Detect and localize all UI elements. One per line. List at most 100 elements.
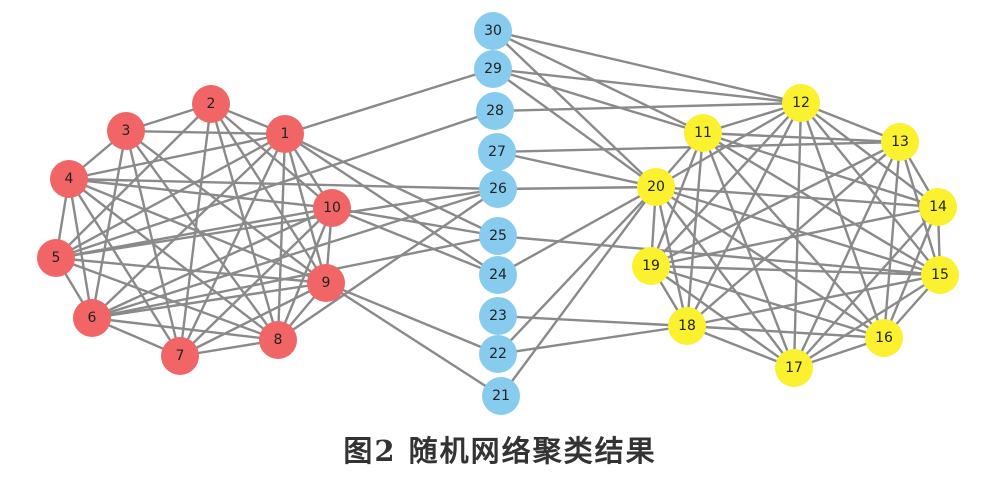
edge-12-16 bbox=[799, 102, 886, 339]
node-3: 3 bbox=[107, 112, 145, 150]
edge-2-9 bbox=[209, 103, 328, 284]
node-circle-20 bbox=[637, 168, 675, 206]
edge-2-10 bbox=[210, 103, 333, 209]
node-circle-11 bbox=[684, 114, 722, 152]
edge-15-19 bbox=[650, 264, 941, 277]
node-label-8: 8 bbox=[274, 332, 283, 348]
edge-16-18 bbox=[686, 324, 885, 340]
edge-6-8 bbox=[91, 316, 279, 342]
edge-21-20 bbox=[500, 186, 657, 397]
edge-6-26 bbox=[91, 187, 499, 320]
node-16: 16 bbox=[865, 319, 903, 357]
edge-11-14 bbox=[702, 131, 939, 209]
node-label-3: 3 bbox=[122, 123, 131, 139]
edge-28-12 bbox=[494, 101, 802, 113]
edge-30-12 bbox=[492, 29, 802, 105]
node-circle-3 bbox=[107, 112, 145, 150]
node-20: 20 bbox=[637, 168, 675, 206]
node-label-16: 16 bbox=[875, 330, 893, 346]
node-circle-29 bbox=[474, 50, 512, 88]
edge-11-17 bbox=[701, 132, 796, 369]
node-19: 19 bbox=[632, 247, 670, 285]
edge-5-26 bbox=[55, 187, 499, 260]
edge-14-19 bbox=[650, 205, 939, 268]
node-13: 13 bbox=[881, 123, 919, 161]
node-23: 23 bbox=[479, 297, 517, 335]
node-17: 17 bbox=[775, 349, 813, 387]
node-28: 28 bbox=[476, 92, 514, 130]
edge-4-8 bbox=[68, 178, 279, 341]
edge-4-9 bbox=[68, 177, 327, 285]
edge-16-19 bbox=[650, 264, 885, 340]
node-circle-27 bbox=[478, 133, 516, 171]
edge-15-17 bbox=[793, 273, 941, 370]
node-label-21: 21 bbox=[492, 388, 510, 404]
edge-12-15 bbox=[800, 102, 941, 276]
node-label-10: 10 bbox=[323, 200, 341, 216]
edge-22-18 bbox=[497, 324, 688, 356]
node-27: 27 bbox=[478, 133, 516, 171]
edge-27-20 bbox=[496, 150, 657, 189]
node-circle-26 bbox=[479, 170, 517, 208]
node-label-15: 15 bbox=[931, 267, 949, 283]
node-label-6: 6 bbox=[88, 310, 97, 326]
node-15: 15 bbox=[921, 256, 959, 294]
edge-11-13 bbox=[702, 131, 901, 144]
node-label-2: 2 bbox=[207, 96, 216, 112]
node-circle-25 bbox=[479, 217, 517, 255]
edge-10-25 bbox=[331, 206, 499, 238]
edge-1-4 bbox=[68, 132, 286, 181]
node-circle-24 bbox=[479, 256, 517, 294]
edge-1-6 bbox=[91, 133, 286, 319]
edge-8-26 bbox=[277, 188, 499, 341]
edge-1-5 bbox=[55, 132, 286, 260]
node-1: 1 bbox=[266, 115, 304, 153]
edge-12-20 bbox=[655, 101, 802, 189]
node-label-26: 26 bbox=[489, 181, 507, 197]
edge-9-21 bbox=[325, 281, 502, 398]
edge-6-9 bbox=[91, 281, 327, 320]
edge-25-15 bbox=[497, 234, 941, 277]
node-circle-8 bbox=[259, 321, 297, 359]
node-circle-21 bbox=[482, 377, 520, 415]
node-label-12: 12 bbox=[792, 95, 810, 111]
node-30: 30 bbox=[474, 12, 512, 50]
node-circle-1 bbox=[266, 115, 304, 153]
node-circle-4 bbox=[50, 160, 88, 198]
edge-15-18 bbox=[686, 273, 941, 328]
node-circle-6 bbox=[73, 299, 111, 337]
edge-7-9 bbox=[179, 281, 327, 358]
edge-13-16 bbox=[882, 141, 902, 339]
edge-6-25 bbox=[91, 234, 499, 320]
node-24: 24 bbox=[479, 256, 517, 294]
node-circle-18 bbox=[668, 307, 706, 345]
node-circle-19 bbox=[632, 247, 670, 285]
edge-4-26 bbox=[68, 177, 499, 191]
edge-17-18 bbox=[686, 324, 795, 370]
edge-13-17 bbox=[792, 141, 902, 369]
node-label-28: 28 bbox=[486, 103, 504, 119]
node-circle-13 bbox=[881, 123, 919, 161]
node-22: 22 bbox=[479, 335, 517, 373]
edge-18-20 bbox=[654, 186, 689, 327]
node-label-17: 17 bbox=[785, 360, 803, 376]
node-7: 7 bbox=[161, 337, 199, 375]
node-circle-14 bbox=[919, 188, 957, 226]
node-label-13: 13 bbox=[891, 134, 909, 150]
node-label-23: 23 bbox=[489, 308, 507, 324]
edge-7-10 bbox=[179, 207, 333, 357]
nodes-layer: 1234567891011121314151617181920212223242… bbox=[37, 12, 959, 415]
edge-14-20 bbox=[655, 185, 939, 209]
edge-3-6 bbox=[90, 130, 128, 319]
node-29: 29 bbox=[474, 50, 512, 88]
edge-16-20 bbox=[655, 185, 885, 340]
edge-9-22 bbox=[325, 281, 499, 356]
node-label-29: 29 bbox=[484, 61, 502, 77]
edge-15-20 bbox=[655, 185, 941, 277]
node-label-7: 7 bbox=[176, 348, 185, 364]
node-4: 4 bbox=[50, 160, 88, 198]
node-18: 18 bbox=[668, 307, 706, 345]
node-circle-10 bbox=[313, 189, 351, 227]
node-circle-30 bbox=[474, 12, 512, 50]
node-label-11: 11 bbox=[694, 125, 712, 141]
